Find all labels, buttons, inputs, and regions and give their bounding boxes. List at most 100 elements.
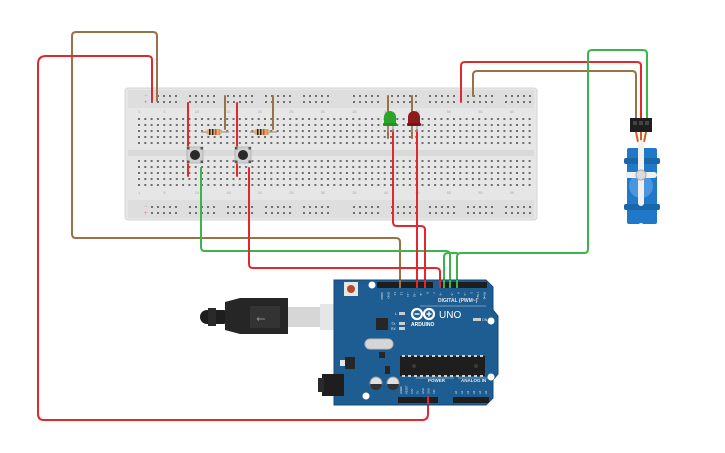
wire-ends: [399, 280, 458, 404]
pushbutton-1[interactable]: [186, 146, 204, 164]
grid-hole: [282, 124, 285, 126]
wire-green-servo-signal[interactable]: [456, 49, 648, 288]
usb-icon: ⭠: [256, 311, 266, 325]
grid-hole: [194, 136, 197, 138]
grid-hole: [421, 184, 424, 186]
rail-hole: [327, 95, 329, 97]
grid-hole: [156, 160, 159, 162]
servo-motor[interactable]: [624, 118, 660, 229]
analog-pin-label: A2: [466, 390, 470, 394]
grid-hole: [503, 118, 506, 120]
wire-red-5v-rail[interactable]: [37, 55, 429, 421]
led-red[interactable]: [407, 111, 421, 132]
grid-hole: [402, 172, 405, 174]
resistor-1[interactable]: [201, 129, 229, 135]
grid-hole: [371, 184, 374, 186]
grid-hole: [219, 172, 222, 174]
power-jack[interactable]: [322, 374, 344, 396]
grid-hole: [339, 160, 342, 162]
grid-hole: [408, 160, 411, 162]
grid-hole: [509, 160, 512, 162]
grid-hole: [182, 160, 185, 162]
chip-pin: [468, 375, 471, 377]
wire-brown-gnd-rail[interactable]: [71, 31, 401, 288]
grid-hole: [156, 178, 159, 180]
rail-hole: [447, 101, 449, 103]
rail-hole: [517, 206, 519, 208]
usb-cable[interactable]: ⭠: [200, 298, 336, 334]
grid-hole: [459, 136, 462, 138]
column-number: 45: [415, 109, 420, 114]
wire-red-servo-power[interactable]: [460, 61, 642, 119]
resistor-2[interactable]: [250, 129, 277, 135]
grid-hole: [289, 124, 292, 126]
grid-hole: [301, 142, 304, 144]
column-number: 55: [478, 190, 483, 195]
rail-hole: [227, 206, 229, 208]
grid-hole: [301, 130, 304, 132]
rail-hole: [505, 212, 507, 214]
grid-hole: [522, 124, 525, 126]
grid-hole: [339, 166, 342, 168]
grid-hole: [497, 118, 500, 120]
grid-hole: [238, 136, 241, 138]
rail-hole: [303, 206, 305, 208]
grid-hole: [314, 160, 317, 162]
wire-green-servo-signal-drop[interactable]: [443, 252, 458, 288]
grid-hole: [358, 178, 361, 180]
grid-hole: [333, 178, 336, 180]
grid-hole: [188, 142, 191, 144]
grid-hole: [226, 178, 229, 180]
grid-hole: [453, 172, 455, 174]
grid-hole: [188, 130, 191, 132]
grid-hole: [377, 130, 380, 132]
breadboard[interactable]: − + − + 11551010151520202525303035354040…: [124, 87, 538, 221]
grid-hole: [516, 184, 518, 186]
grid-hole: [232, 124, 235, 126]
grid-hole: [163, 136, 166, 138]
chip-pin: [402, 375, 405, 377]
grid-hole: [471, 160, 474, 162]
grid-hole: [459, 166, 462, 168]
grid-hole: [484, 130, 487, 132]
grid-hole: [213, 136, 216, 138]
grid-hole: [396, 172, 399, 174]
grid-hole: [314, 124, 317, 126]
pushbutton-2[interactable]: [234, 146, 252, 164]
grid-hole: [295, 118, 298, 120]
column-number: 15: [226, 109, 231, 114]
grid-hole: [364, 142, 367, 144]
column-number: 40: [384, 109, 389, 114]
chip-pin: [444, 355, 447, 357]
grid-hole: [497, 166, 500, 168]
grid-hole: [528, 124, 531, 126]
grid-hole: [264, 160, 266, 162]
rail-hole: [213, 212, 215, 214]
grid-hole: [163, 172, 166, 174]
grid-hole: [213, 166, 216, 168]
rail-hole: [377, 101, 379, 103]
grid-hole: [264, 142, 266, 144]
rail-hole: [151, 206, 153, 208]
grid-hole: [497, 130, 500, 132]
grid-hole: [352, 184, 355, 186]
grid-hole: [245, 118, 248, 120]
wire-red-button2[interactable]: [248, 167, 441, 288]
grid-hole: [352, 166, 355, 168]
grid-hole: [150, 136, 153, 138]
grid-hole: [301, 166, 304, 168]
chip-pin: [474, 355, 477, 357]
grid-hole: [188, 118, 191, 120]
wire-red-led-green[interactable]: [392, 129, 426, 288]
grid-hole: [490, 166, 493, 168]
led-green[interactable]: [383, 111, 397, 132]
grid-hole: [390, 160, 392, 162]
grid-hole: [314, 184, 317, 186]
rail-hole: [517, 95, 519, 97]
wire-brown-servo-gnd[interactable]: [472, 70, 637, 119]
grid-hole: [327, 172, 329, 174]
rail-hole: [189, 206, 191, 208]
rail-hole: [245, 212, 247, 214]
